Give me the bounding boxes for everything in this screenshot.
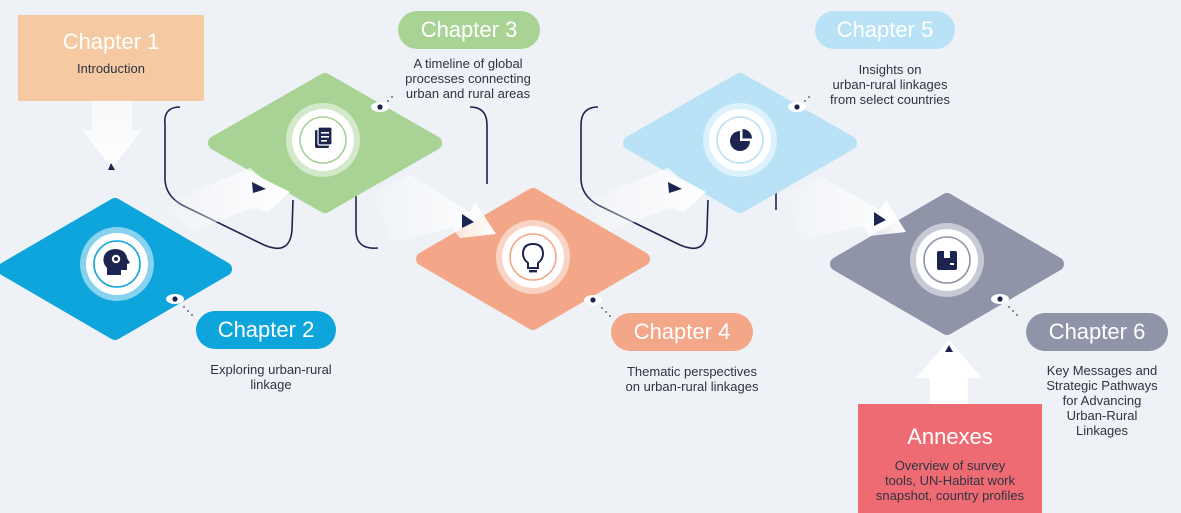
head-gear-icon: [103, 249, 130, 275]
chapter-6-icon-circle: [910, 223, 984, 297]
chapter-4-icon-circle: [496, 220, 570, 294]
leader-dot-chapter3: [371, 96, 393, 112]
leader-dot-chapter5: [788, 96, 810, 112]
connector-outline-1: [163, 106, 294, 249]
pie-chart-icon: [730, 129, 752, 151]
arrow-tip-marker-4: [668, 182, 682, 193]
arrow-ch2-to-ch3: [162, 168, 290, 232]
chapter-3-icon-circle: [286, 103, 360, 177]
flow-arrows: [82, 97, 982, 404]
chapter-1-title: Chapter 1: [62, 29, 160, 54]
chapter-4-description: Thematic perspectives on urban-rural lin…: [625, 364, 759, 394]
annexes-title: Annexes: [907, 424, 993, 449]
annexes-description: Overview of survey tools, UN-Habitat wor…: [875, 458, 1025, 503]
chapter-4-pill: Chapter 4: [611, 313, 753, 351]
icon-circles: [80, 103, 984, 301]
document-icon: [315, 126, 333, 148]
chapter-5-title: Chapter 5: [836, 17, 934, 42]
chapter-2-icon-circle: [80, 227, 154, 301]
diamonds: [0, 73, 1064, 340]
chapter-3-description: A timeline of global processes connectin…: [405, 56, 531, 101]
chapter-2-title: Chapter 2: [217, 317, 315, 342]
leader-dot-chapter6: [991, 294, 1018, 316]
arrow-chapter1-down: [82, 97, 142, 168]
chapter-1-box: Chapter 1 Introduction: [18, 15, 204, 101]
package-icon: [937, 251, 957, 270]
arrow-ch4-to-ch5: [582, 168, 706, 232]
chapter-4-title: Chapter 4: [633, 319, 731, 344]
chapter-3-title: Chapter 3: [420, 17, 518, 42]
chapter-5-description: Insights on urban-rural linkages from se…: [830, 62, 950, 107]
connector-outline-4: [580, 106, 709, 249]
arrow-ch5-to-ch6: [785, 177, 906, 240]
chapter-5-pill: Chapter 5: [815, 11, 955, 49]
arrow-tip-marker-2: [252, 182, 266, 193]
leader-dots: [166, 96, 1018, 317]
annexes-box: Annexes Overview of survey tools, UN-Hab…: [858, 404, 1042, 513]
connector-outline-3: [469, 106, 488, 184]
chapter-6-description: Key Messages and Strategic Pathways for …: [1046, 363, 1158, 438]
chapter-2-pill: Chapter 2: [196, 311, 336, 349]
lightbulb-icon: [521, 242, 545, 273]
arrow-tip-marker-1: [108, 163, 115, 170]
arrow-annexes-up: [916, 340, 982, 404]
arrow-tip-marker-6: [945, 345, 953, 352]
chapter-2-description: Exploring urban-rural linkage: [210, 362, 332, 392]
arrow-tip-marker-5: [874, 212, 886, 226]
chapter-6-pill: Chapter 6: [1026, 313, 1168, 351]
arrow-tip-marker-3: [462, 214, 474, 228]
chapter-3-pill: Chapter 3: [398, 11, 540, 49]
chapter-5-icon-circle: [703, 103, 777, 177]
chapter-6-title: Chapter 6: [1048, 319, 1146, 344]
chapter-1-description: Introduction: [77, 61, 145, 76]
arrow-ch3-to-ch4: [370, 175, 496, 242]
leader-dot-chapter2: [166, 294, 193, 316]
leader-dot-chapter4: [584, 295, 611, 317]
